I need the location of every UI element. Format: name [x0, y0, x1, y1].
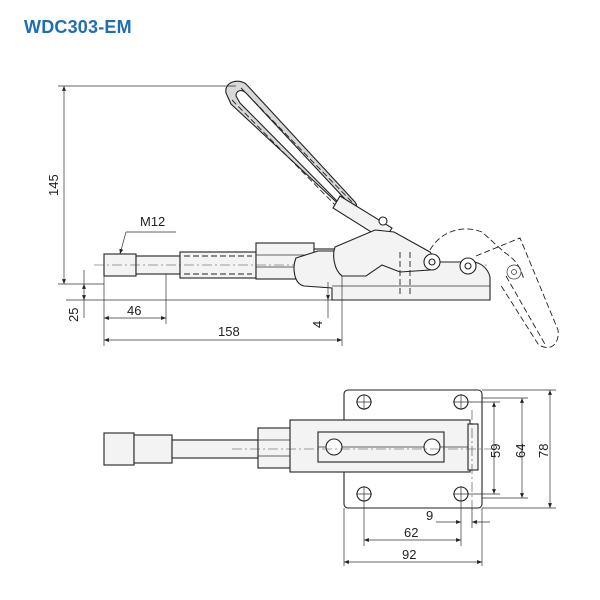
dim-total-length-label: 158 [218, 324, 240, 339]
top-plunger [103, 427, 321, 469]
side-dimensions [58, 85, 343, 346]
handle-grip [225, 80, 393, 241]
dim-hole-offset-label: 9 [426, 508, 433, 523]
top-mechanism [232, 410, 498, 514]
dim-inner-height-label: 64 [513, 444, 528, 458]
top-dimensions [343, 389, 556, 566]
dim-base-height-label: 25 [66, 308, 81, 322]
dim-plate-width-label: 92 [402, 547, 416, 562]
dim-hole-spacing-v-label: 59 [488, 444, 503, 458]
mounting-holes [356, 394, 469, 502]
product-title: WDC303-EM [24, 17, 132, 37]
dim-thread-length-label: 46 [127, 303, 141, 318]
top-view: 59 64 78 9 62 92 [103, 389, 556, 566]
clamp-body [293, 229, 491, 301]
side-view: M12 145 25 46 158 4 [46, 80, 559, 348]
dim-height-label: 145 [46, 174, 61, 196]
dim-small-label: 4 [310, 321, 325, 328]
open-position-outline [429, 228, 559, 348]
dim-hole-spacing-h-label: 62 [404, 525, 418, 540]
thread-label: M12 [140, 214, 165, 229]
dim-plate-height-label: 78 [536, 444, 551, 458]
